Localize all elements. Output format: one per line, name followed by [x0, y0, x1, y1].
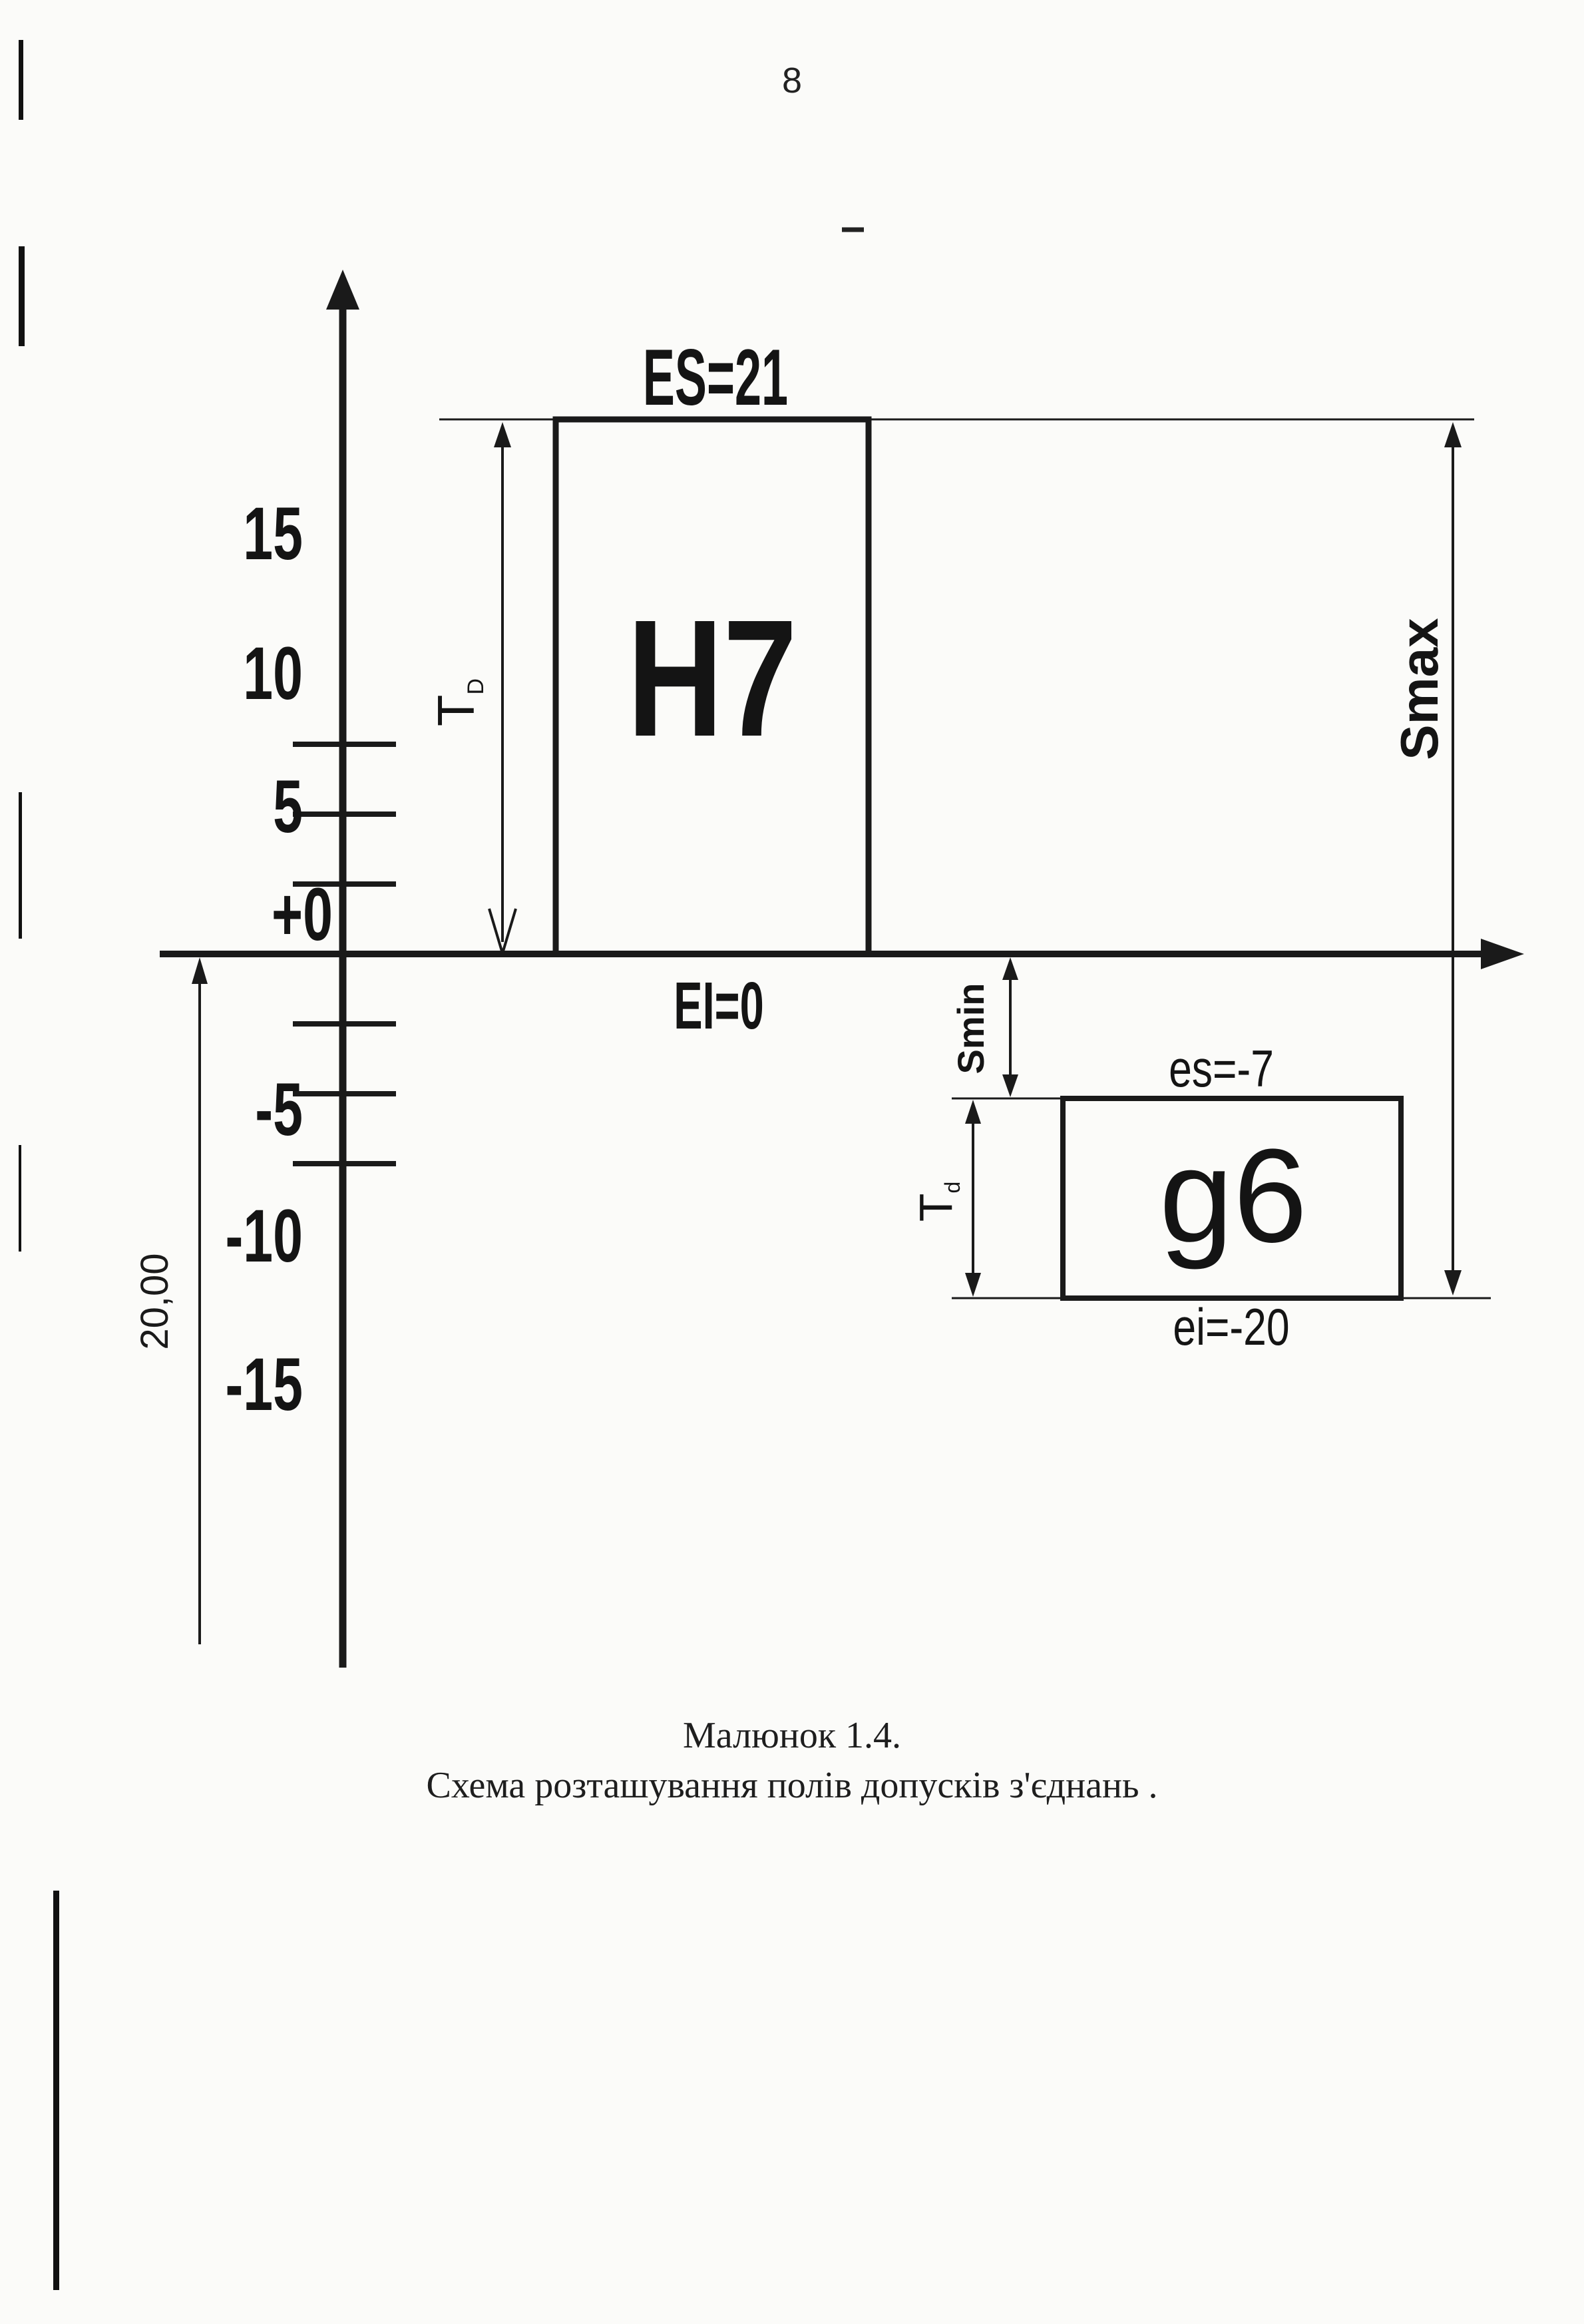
page-number: 8: [781, 61, 803, 101]
scan-edge-mark: [19, 40, 23, 120]
vertical-axis: [326, 270, 359, 1668]
dimension-arrow-icon: [192, 957, 208, 984]
min-clearance-label: Smin: [950, 983, 992, 1074]
tolerance-arrow-icon: [494, 422, 511, 447]
hole-tolerance-subscript: D: [463, 678, 489, 695]
axis-ticks: [293, 742, 396, 1166]
axis-tick-labels: 15 10 5 +0 -5 -10 -15: [225, 492, 333, 1426]
hole-lower-deviation: EI=0: [674, 969, 764, 1043]
tolerance-arrow-icon: [965, 1273, 981, 1297]
tick-label-10: 10: [243, 632, 303, 715]
shaft-tolerance-subscript: d: [940, 1182, 964, 1194]
scan-edge-mark: [19, 1145, 21, 1252]
tick-label-0: +0: [272, 873, 333, 956]
figure-caption-text: Схема розташування полів допусків з'єдна…: [426, 1765, 1158, 1806]
clearance-arrow-icon: [1002, 957, 1018, 980]
shaft-tolerance-symbol: T: [910, 1194, 962, 1222]
clearance-arrow-icon: [1444, 1270, 1462, 1295]
hole-tolerance-symbol: T: [427, 694, 485, 726]
figure-caption-label: Малюнок 1.4.: [682, 1715, 902, 1756]
max-clearance: Smax: [1390, 422, 1462, 1295]
scan-edge-mark: [19, 792, 22, 939]
shaft-tolerance-label: Td: [910, 1182, 964, 1222]
hole-upper-deviation: ES=21: [643, 332, 788, 422]
tick-label-minus-15: -15: [225, 1343, 303, 1426]
scan-edge-mark: [19, 246, 25, 346]
max-clearance-label: Smax: [1390, 618, 1449, 760]
hole-field-box: [552, 416, 872, 957]
hole-field-name: H7: [627, 585, 797, 771]
shaft-field: g6 es=-7 ei=-20 Td: [910, 1039, 1491, 1356]
nominal-dimension-label: 20,00: [133, 1253, 176, 1349]
shaft-upper-deviation: es=-7: [1169, 1039, 1274, 1097]
tick-label-minus-5: -5: [255, 1068, 303, 1151]
clearance-arrow-icon: [1444, 422, 1462, 447]
tolerance-arrow-icon: [488, 908, 517, 954]
clearance-arrow-icon: [1002, 1074, 1018, 1097]
tick-label-15: 15: [243, 492, 303, 575]
min-clearance: Smin: [950, 957, 1018, 1097]
hole-field: H7 ES=21 EI=0 TD: [427, 332, 1474, 1043]
tolerance-arrow-icon: [965, 1100, 981, 1124]
hole-tolerance-label: TD: [427, 678, 489, 726]
scan-edge-mark: [53, 1891, 59, 2290]
axis-right-arrow-icon: [1481, 939, 1524, 969]
tick-label-5: 5: [273, 765, 303, 848]
axis-up-arrow-icon: [326, 270, 359, 310]
shaft-field-name: g6: [1159, 1122, 1307, 1270]
shaft-field-box: [1060, 1096, 1404, 1301]
tick-label-minus-10: -10: [225, 1194, 303, 1278]
nominal-dimension: 20,00: [133, 957, 208, 1644]
shaft-lower-deviation: ei=-20: [1173, 1297, 1289, 1355]
